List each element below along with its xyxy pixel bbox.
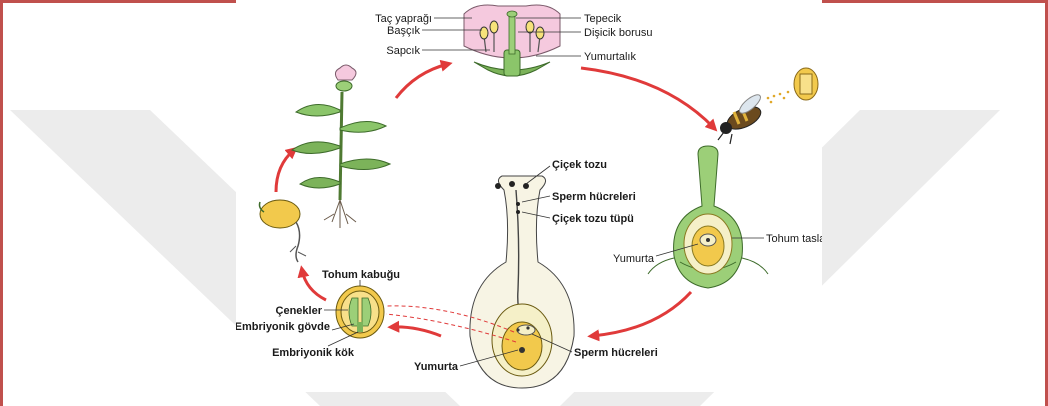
- label-egg-right: Yumurta: [613, 253, 655, 265]
- label-cotyledons: Çenekler: [276, 305, 323, 317]
- arrow-germination-to-plant: [276, 150, 294, 192]
- label-filament: Sapcık: [386, 45, 420, 57]
- arrow-ovule-to-fertilization: [592, 292, 691, 336]
- label-sperm-cells-bottom: Sperm hücreleri: [574, 347, 658, 359]
- label-sperm-cells-top: Sperm hücreleri: [552, 191, 636, 203]
- arrow-flower-to-bee: [581, 68, 714, 128]
- diagram-panel: Taç yaprağı Başçık Sapcık Tepecik Dişici…: [236, 0, 822, 392]
- label-petal: Taç yaprağı: [375, 13, 432, 25]
- seed-icon: [336, 286, 384, 338]
- label-embryonic-stem-text: Embriyonik gövde: [236, 321, 330, 333]
- fertilization-pistil-icon: [470, 176, 574, 388]
- label-ovule: Tohum taslağı: [766, 233, 822, 245]
- seedling-icon: [260, 200, 307, 262]
- pollen-grains-icon: [767, 91, 790, 104]
- label-anther: Başçık: [387, 25, 421, 37]
- anther-icon: [794, 68, 818, 100]
- arrow-plant-to-flower: [396, 64, 448, 98]
- label-stigma: Tepecik: [584, 13, 622, 25]
- label-seed-coat: Tohum kabuğu: [322, 269, 400, 281]
- flower-icon: [464, 5, 560, 76]
- bee-icon: [718, 92, 764, 144]
- plant-icon: [292, 65, 390, 228]
- arrow-fertilization-to-seed: [392, 327, 441, 336]
- label-pollen-tube: Çiçek tozu tüpü: [552, 213, 634, 225]
- label-ovary: Yumurtalık: [584, 51, 636, 63]
- pistil-icon: [648, 146, 768, 288]
- label-embryonic-stem: Embriyonik gövde: [236, 321, 330, 333]
- plant-life-cycle-diagram: Taç yaprağı Başçık Sapcık Tepecik Dişici…: [236, 0, 822, 392]
- label-pollen: Çiçek tozu: [552, 159, 607, 171]
- label-embryonic-root: Embriyonik kök: [272, 347, 355, 359]
- label-style: Dişicik borusu: [584, 27, 652, 39]
- label-egg-center: Yumurta: [414, 361, 459, 373]
